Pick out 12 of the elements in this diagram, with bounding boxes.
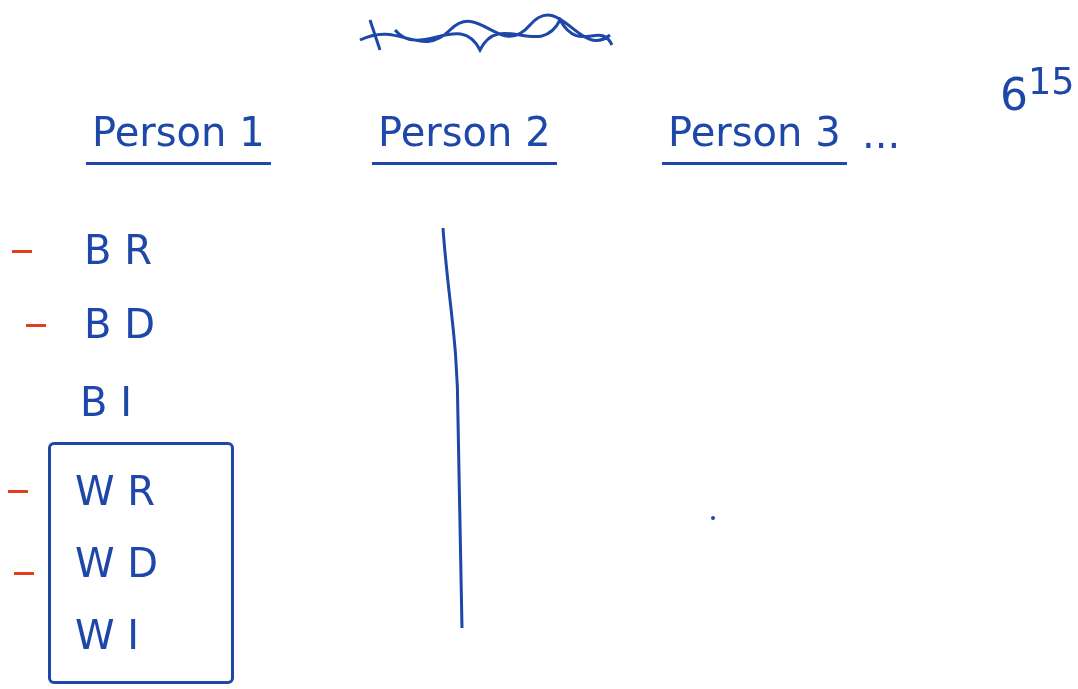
label: B I [80, 380, 132, 424]
label: ... [862, 112, 901, 156]
box-text: W D [75, 540, 160, 586]
outlined-box [48, 442, 234, 684]
label: 6$^{15}$ [1000, 62, 1075, 120]
column-heading: Person 1 [86, 110, 271, 165]
label: B R [84, 228, 152, 272]
column-heading: Person 3 [662, 110, 847, 165]
box-text: W I [75, 612, 141, 658]
label: B D [84, 302, 155, 346]
column-heading: Person 2 [372, 110, 557, 165]
box-text: W R [75, 468, 157, 514]
